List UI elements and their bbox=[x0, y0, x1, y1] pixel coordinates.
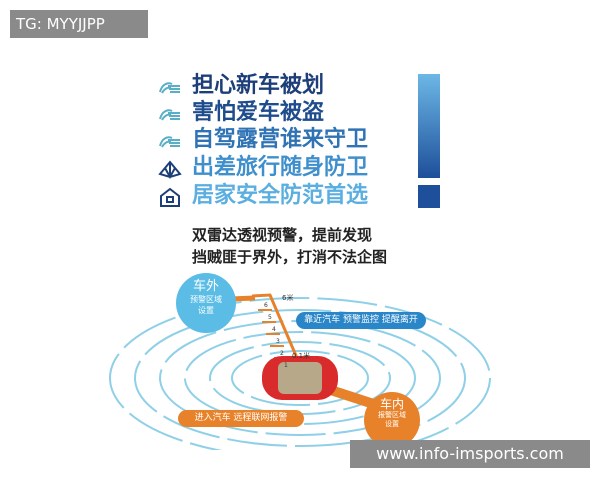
min-range-label: 0.1米 bbox=[292, 351, 310, 360]
outer-zone-title: 车外 bbox=[192, 279, 219, 294]
subtitle-line-1: 双雷达透视预警，提前发现 bbox=[192, 226, 373, 244]
outer-zone-line: 设置 bbox=[198, 306, 214, 315]
ruler-tick-label: 1 bbox=[284, 362, 288, 369]
tent-icon bbox=[158, 160, 182, 179]
headline-3: 自驾露营谁来守卫 bbox=[192, 127, 369, 152]
ruler-tick-label: 6 bbox=[264, 302, 268, 309]
car-scratch-icon bbox=[159, 82, 180, 94]
ruler-tick-label: 2 bbox=[280, 350, 284, 357]
headline-5: 居家安全防范首选 bbox=[192, 183, 369, 208]
ruler-ticks bbox=[258, 309, 288, 359]
watermark: www.info-imsports.com bbox=[350, 440, 590, 468]
enter-label: 进入汽车 远程联网报警 bbox=[178, 410, 304, 427]
inner-zone-line: 设置 bbox=[385, 420, 399, 428]
outer-zone-badge: 车外 预警区域 设置 bbox=[176, 273, 236, 333]
car-theft-icon bbox=[159, 109, 180, 121]
headline-1: 担心新车被划 bbox=[192, 73, 325, 98]
range-ruler bbox=[251, 293, 302, 366]
subtitle-line-2: 挡贼匪于界外，打消不法企图 bbox=[192, 248, 388, 266]
house-icon bbox=[160, 187, 180, 207]
approach-label: 靠近汽车 预警监控 提醒离开 bbox=[296, 312, 426, 329]
headline-2: 害怕爱车被盗 bbox=[192, 100, 325, 125]
ruler-tick-label: 3 bbox=[276, 338, 280, 345]
inner-zone-title: 车内 bbox=[379, 397, 404, 411]
exclamation-bar bbox=[418, 74, 440, 178]
car-interior bbox=[278, 362, 322, 394]
inner-zone-line: 报警区域 bbox=[378, 411, 406, 419]
overlay-label: TG: MYYJJPP bbox=[10, 10, 148, 38]
radar-rings bbox=[109, 297, 491, 450]
inner-zone-badge: 车内 报警区域 设置 bbox=[364, 392, 420, 448]
ruler-tick-label: 5 bbox=[268, 314, 272, 321]
max-range-label: 6米 bbox=[282, 293, 293, 302]
car-camping-icon bbox=[159, 136, 180, 148]
outer-zone-line: 预警区域 bbox=[190, 295, 222, 304]
exclamation-dot bbox=[418, 185, 440, 208]
headline-4: 出差旅行随身防卫 bbox=[192, 155, 369, 180]
ruler-tick-label: 4 bbox=[272, 326, 276, 333]
